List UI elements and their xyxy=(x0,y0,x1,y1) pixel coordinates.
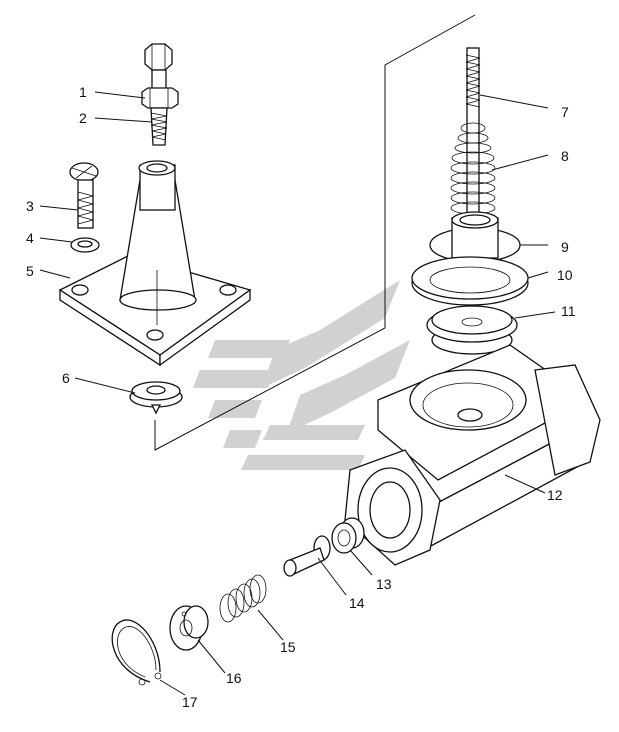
small-spring-part xyxy=(219,574,267,623)
assembly-leader-line xyxy=(154,14,476,451)
flange-housing-part xyxy=(58,160,252,367)
label-9: 9 xyxy=(561,239,569,255)
cup-diaphragm-part xyxy=(429,211,521,263)
label-17: 17 xyxy=(182,694,198,710)
spring-part xyxy=(450,122,496,215)
membrane-part xyxy=(411,256,529,306)
label-6: 6 xyxy=(62,370,70,386)
retaining-ring-part xyxy=(111,619,162,686)
stem-part xyxy=(465,47,481,229)
label-7: 7 xyxy=(561,104,569,120)
leader-lines xyxy=(39,91,556,696)
bushing-part xyxy=(331,517,365,554)
label-16: 16 xyxy=(226,670,242,686)
valve-disc-part xyxy=(129,381,183,415)
watermark-logo xyxy=(193,280,410,470)
valve-body-part xyxy=(344,344,601,566)
label-13: 13 xyxy=(376,576,392,592)
label-4: 4 xyxy=(26,230,34,246)
plunger-part xyxy=(283,535,331,577)
spring-seat-part xyxy=(169,605,209,651)
label-8: 8 xyxy=(561,148,569,164)
label-10: 10 xyxy=(557,267,573,283)
label-14: 14 xyxy=(349,595,365,611)
label-15: 15 xyxy=(280,639,296,655)
label-12: 12 xyxy=(547,487,563,503)
piston-part xyxy=(426,305,518,355)
part-labels: 1 2 3 4 5 6 7 8 9 10 11 12 13 14 15 16 1… xyxy=(26,84,576,710)
screw-part xyxy=(69,162,99,229)
washer-part xyxy=(70,237,100,253)
label-2: 2 xyxy=(79,110,87,126)
label-11: 11 xyxy=(561,303,576,319)
label-3: 3 xyxy=(26,198,34,214)
label-5: 5 xyxy=(26,263,34,279)
bolt-part xyxy=(141,43,179,146)
label-1: 1 xyxy=(79,84,87,100)
